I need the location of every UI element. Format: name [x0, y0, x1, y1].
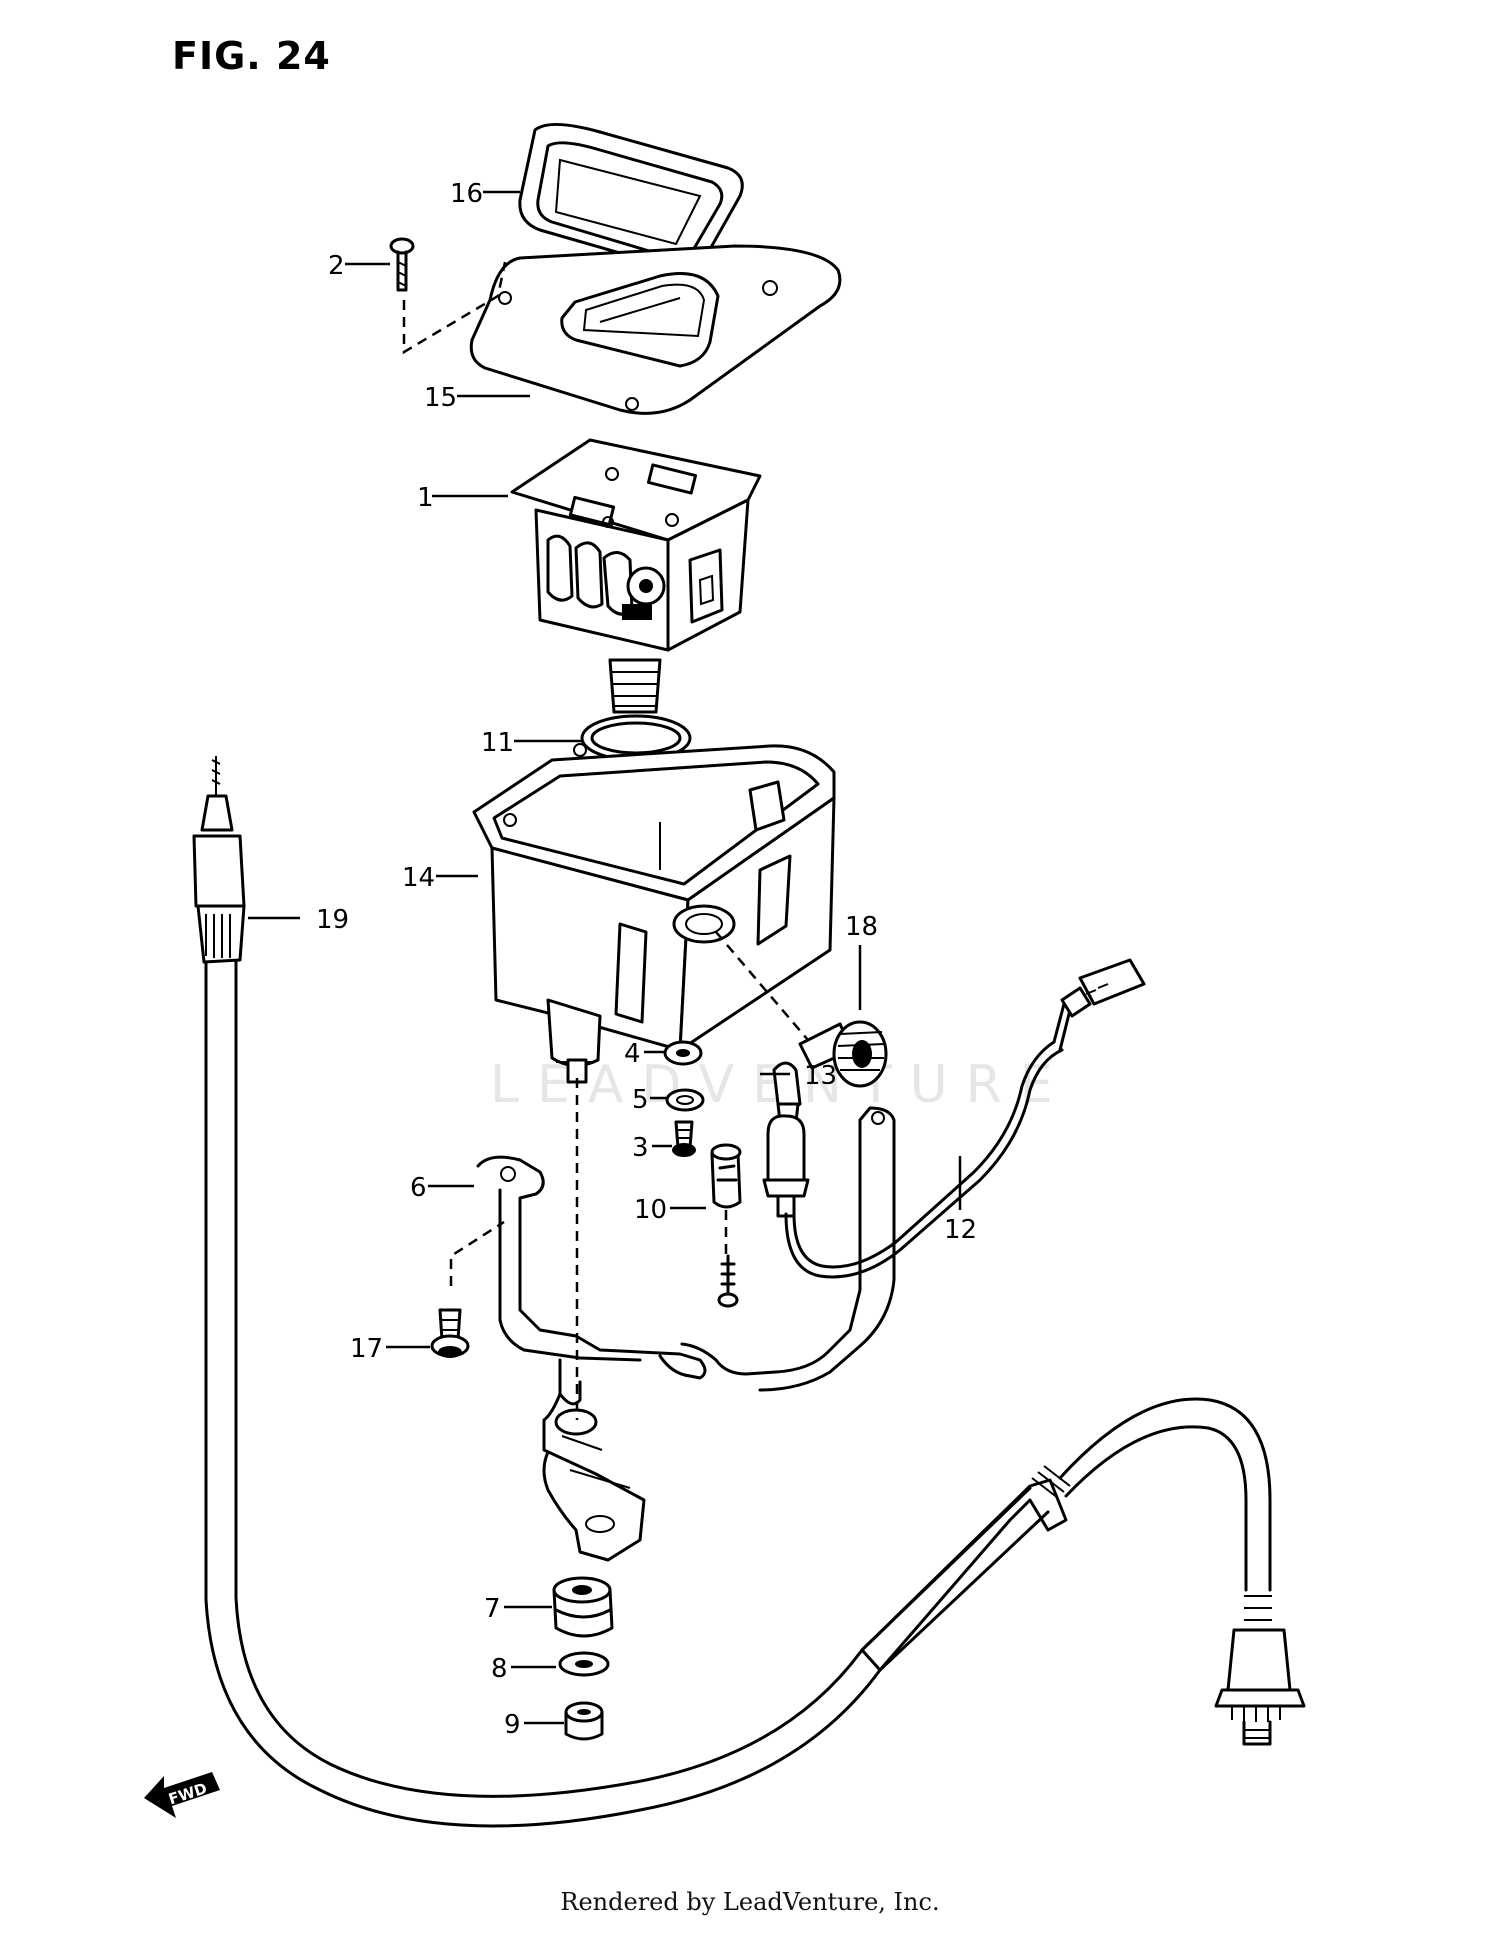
- callout-12: 12: [944, 1215, 977, 1245]
- fwd-label: FWD: [166, 1779, 209, 1808]
- part-18-trip-knob[interactable]: [715, 931, 888, 1088]
- part-1-meter-assembly[interactable]: [510, 438, 762, 714]
- part-17-screw[interactable]: [430, 1308, 470, 1358]
- part-5-washer[interactable]: [665, 1088, 705, 1112]
- callout-13: 13: [804, 1061, 837, 1091]
- part-14-meter-case[interactable]: [472, 743, 836, 1084]
- part-6-bracket[interactable]: [476, 1106, 896, 1562]
- callout-14: 14: [402, 863, 435, 893]
- callout-15: 15: [424, 383, 457, 413]
- callout-17: 17: [350, 1334, 383, 1364]
- footer-credit: Rendered by LeadVenture, Inc.: [560, 1888, 940, 1916]
- callout-11: 11: [481, 728, 514, 758]
- callout-1: 1: [417, 483, 434, 513]
- part-11-o-ring[interactable]: [580, 714, 692, 762]
- part-7-grommet[interactable]: [552, 1576, 614, 1638]
- part-3-screw[interactable]: [672, 1120, 696, 1157]
- part-13-bulb[interactable]: [772, 1061, 802, 1124]
- callout-8: 8: [491, 1654, 508, 1684]
- part-15-case-cover[interactable]: [469, 244, 842, 415]
- callout-19: 19: [316, 905, 349, 935]
- part-8-washer[interactable]: [558, 1651, 610, 1677]
- part-19-speedometer-cable[interactable]: [192, 756, 1306, 1828]
- figure-title: FIG. 24: [172, 34, 331, 78]
- callout-4: 4: [624, 1039, 641, 1069]
- callout-5: 5: [632, 1085, 649, 1115]
- part-4-washer[interactable]: [663, 1040, 703, 1066]
- callout-6: 6: [410, 1173, 427, 1203]
- callout-9: 9: [504, 1710, 521, 1740]
- callout-18: 18: [845, 912, 878, 942]
- fwd-direction-arrow: FWD: [144, 1772, 220, 1818]
- part-16-lens-cover[interactable]: [518, 122, 744, 272]
- part-10-bulb-socket[interactable]: [710, 1143, 742, 1209]
- callout-10: 10: [634, 1195, 667, 1225]
- callout-3: 3: [632, 1133, 649, 1163]
- part-12-wire-harness[interactable]: [762, 958, 1146, 1279]
- callout-2: 2: [328, 251, 345, 281]
- callout-16: 16: [450, 179, 483, 209]
- part-9-nut[interactable]: [564, 1701, 604, 1741]
- part-2-screw[interactable]: [389, 237, 507, 355]
- callout-7: 7: [484, 1594, 501, 1624]
